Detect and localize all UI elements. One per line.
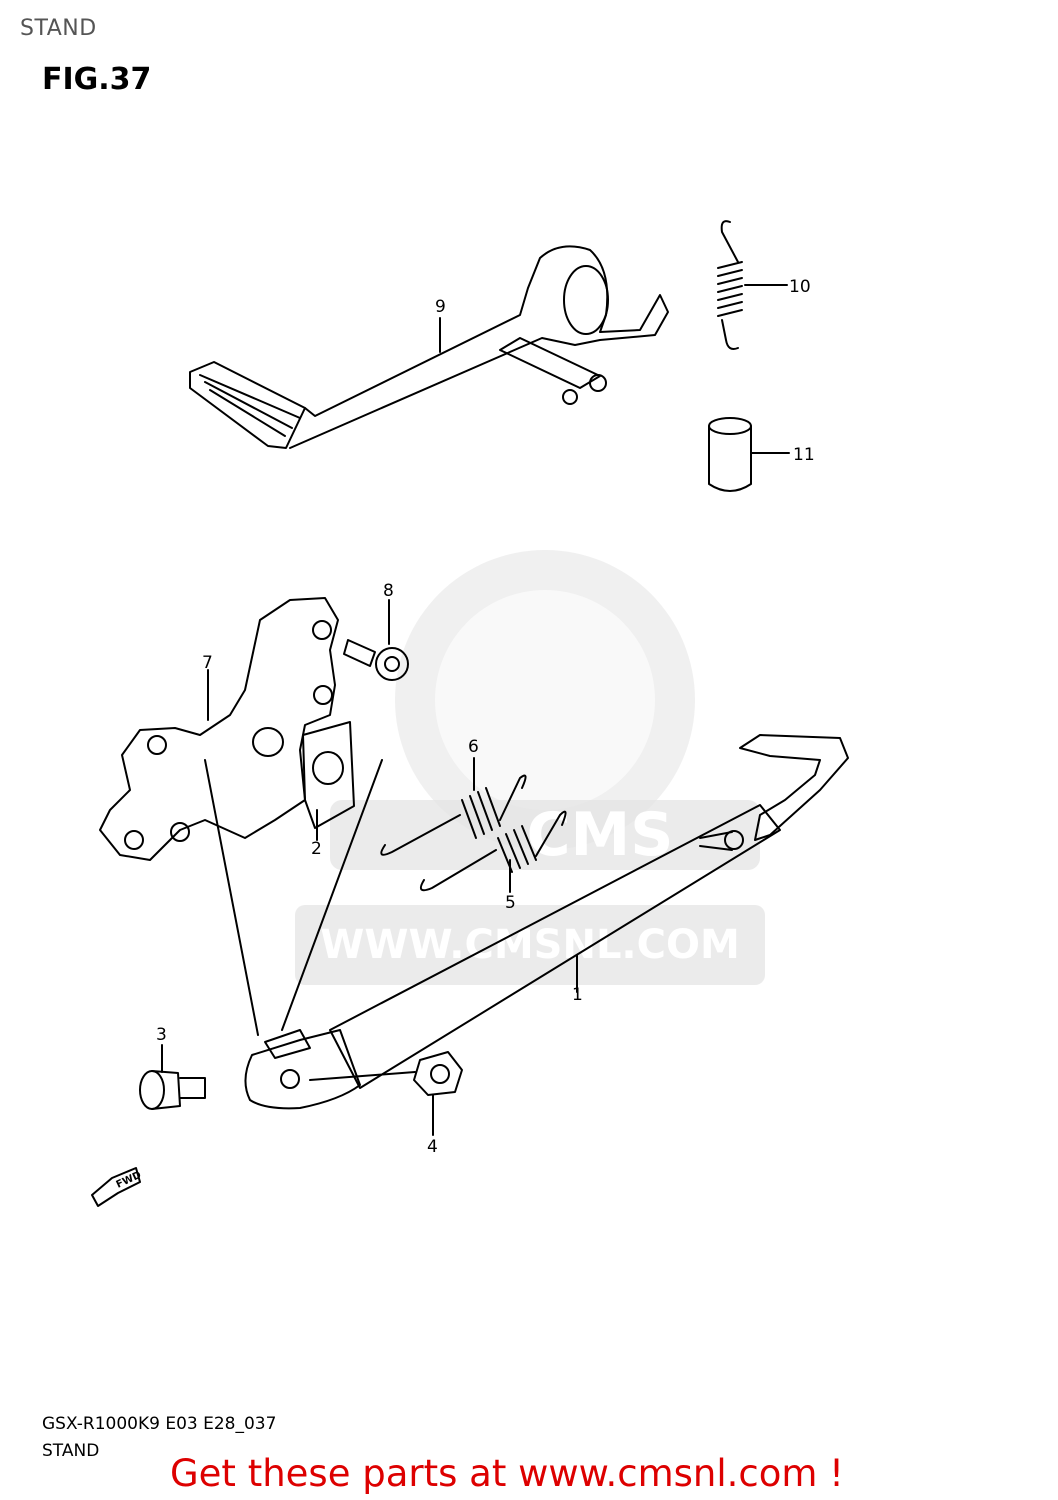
bracket-7 <box>99 597 339 861</box>
callout-7: 7 <box>202 653 213 673</box>
collar-11 <box>708 417 790 492</box>
side-stand-1 <box>244 734 849 1110</box>
callout-8: 8 <box>383 581 394 601</box>
callout-3: 3 <box>156 1025 167 1045</box>
bolt-8 <box>343 599 409 681</box>
watermark-logo-text: CMS <box>527 800 674 870</box>
plate-2 <box>302 721 355 841</box>
callout-9: 9 <box>435 297 446 317</box>
fwd-arrow-icon <box>91 1167 141 1207</box>
callout-11: 11 <box>793 445 815 465</box>
watermark-logo: WWW.CMSNL.COM CMS <box>295 550 765 985</box>
spring-10 <box>717 220 788 350</box>
model-code: GSX-R1000K9 E03 E28_037 <box>42 1414 277 1434</box>
diagram-caption: STAND <box>42 1441 100 1461</box>
pivot-bolt-3 <box>139 1044 206 1110</box>
callout-5: 5 <box>505 893 516 913</box>
callout-2: 2 <box>311 839 322 859</box>
springs-5-6 <box>380 757 567 893</box>
figure-number: FIG.37 <box>42 62 152 97</box>
assembly-lines <box>204 759 416 1081</box>
callout-6: 6 <box>468 737 479 757</box>
watermark-text: WWW.CMSNL.COM <box>320 922 740 968</box>
callout-4: 4 <box>427 1137 438 1157</box>
callout-1: 1 <box>572 985 583 1005</box>
nut-4 <box>413 1051 463 1136</box>
promo-link[interactable]: Get these parts at www.cmsnl.com ! <box>170 1452 845 1495</box>
callout-10: 10 <box>789 277 811 297</box>
brake-pedal <box>189 245 669 449</box>
section-title: STAND <box>20 16 97 41</box>
